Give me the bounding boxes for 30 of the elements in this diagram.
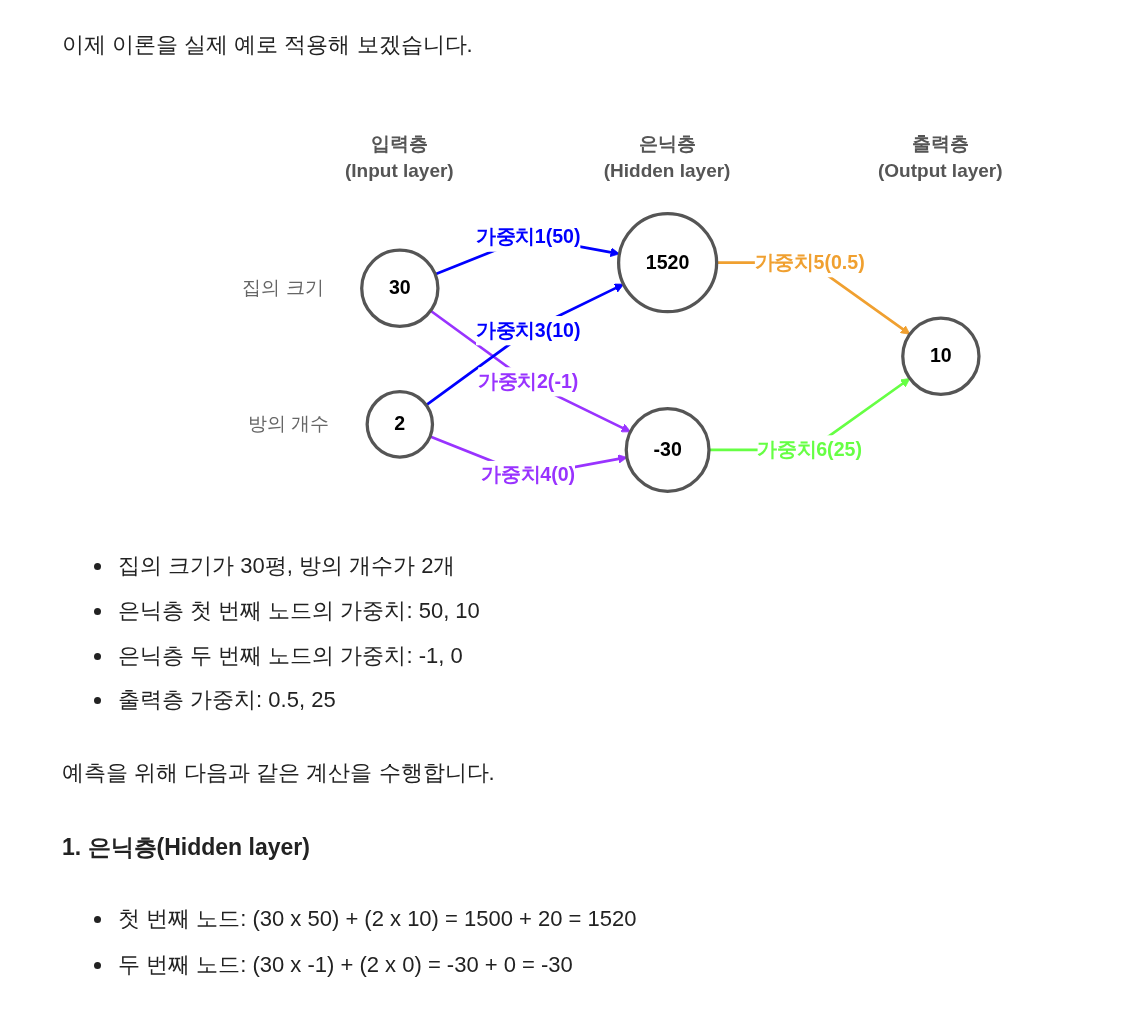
column-heading: (Input layer) (344, 158, 454, 183)
edge-label: 가중치5(0.5) (754, 251, 865, 274)
paragraph: 이제 이론을 실제 예로 적용해 보겠습니다. (62, 31, 473, 59)
list-item-text: 은닉층 두 번째 노드의 가중치: -1, 0 (118, 642, 463, 670)
edge-label: 가중치6(25) (757, 438, 862, 461)
arrow (429, 309, 631, 433)
node-circle: 1520 (616, 212, 718, 314)
list-item-text: 집의 크기가 30평, 방의 개수가 2개 (118, 552, 456, 580)
column-heading: 입력층 (370, 131, 428, 156)
edge-label: 가중치3(10) (475, 319, 581, 342)
edge-label: 가중치1(50) (475, 225, 581, 248)
column-heading: (Hidden layer) (603, 158, 731, 183)
arrow (425, 283, 624, 407)
node-circle: 2 (365, 390, 434, 459)
edge-label: 가중치4(0) (481, 464, 575, 486)
list-item-text: 은닉층 첫 번째 노드의 가중치: 50, 10 (118, 597, 480, 625)
column-heading: 은닉층 (638, 131, 696, 156)
paragraph: 예측을 위해 다음과 같은 계산을 수행합니다. (62, 759, 495, 787)
list-item-text: 두 번째 노드: (30 x -1) + (2 x 0) = -30 + 0 = -30 (118, 951, 573, 979)
edge-label: 가중치2(-1) (477, 370, 578, 393)
section-heading: 1. 은닉층(Hidden layer) (62, 833, 310, 862)
column-heading: 출력층 (912, 131, 969, 156)
column-heading: (Output layer) (878, 158, 1003, 183)
node-caption: 방의 개수 (247, 412, 330, 437)
node-caption: 집의 크기 (242, 276, 324, 301)
node-circle: 30 (359, 248, 440, 329)
list-item-text: 출력층 가중치: 0.5, 25 (118, 686, 336, 714)
list-item-text: 첫 번째 노드: (30 x 50) + (2 x 10) = 1500 + 20 = 1520 (118, 905, 637, 933)
node-circle: 10 (900, 316, 981, 397)
node-circle: -30 (624, 406, 711, 493)
